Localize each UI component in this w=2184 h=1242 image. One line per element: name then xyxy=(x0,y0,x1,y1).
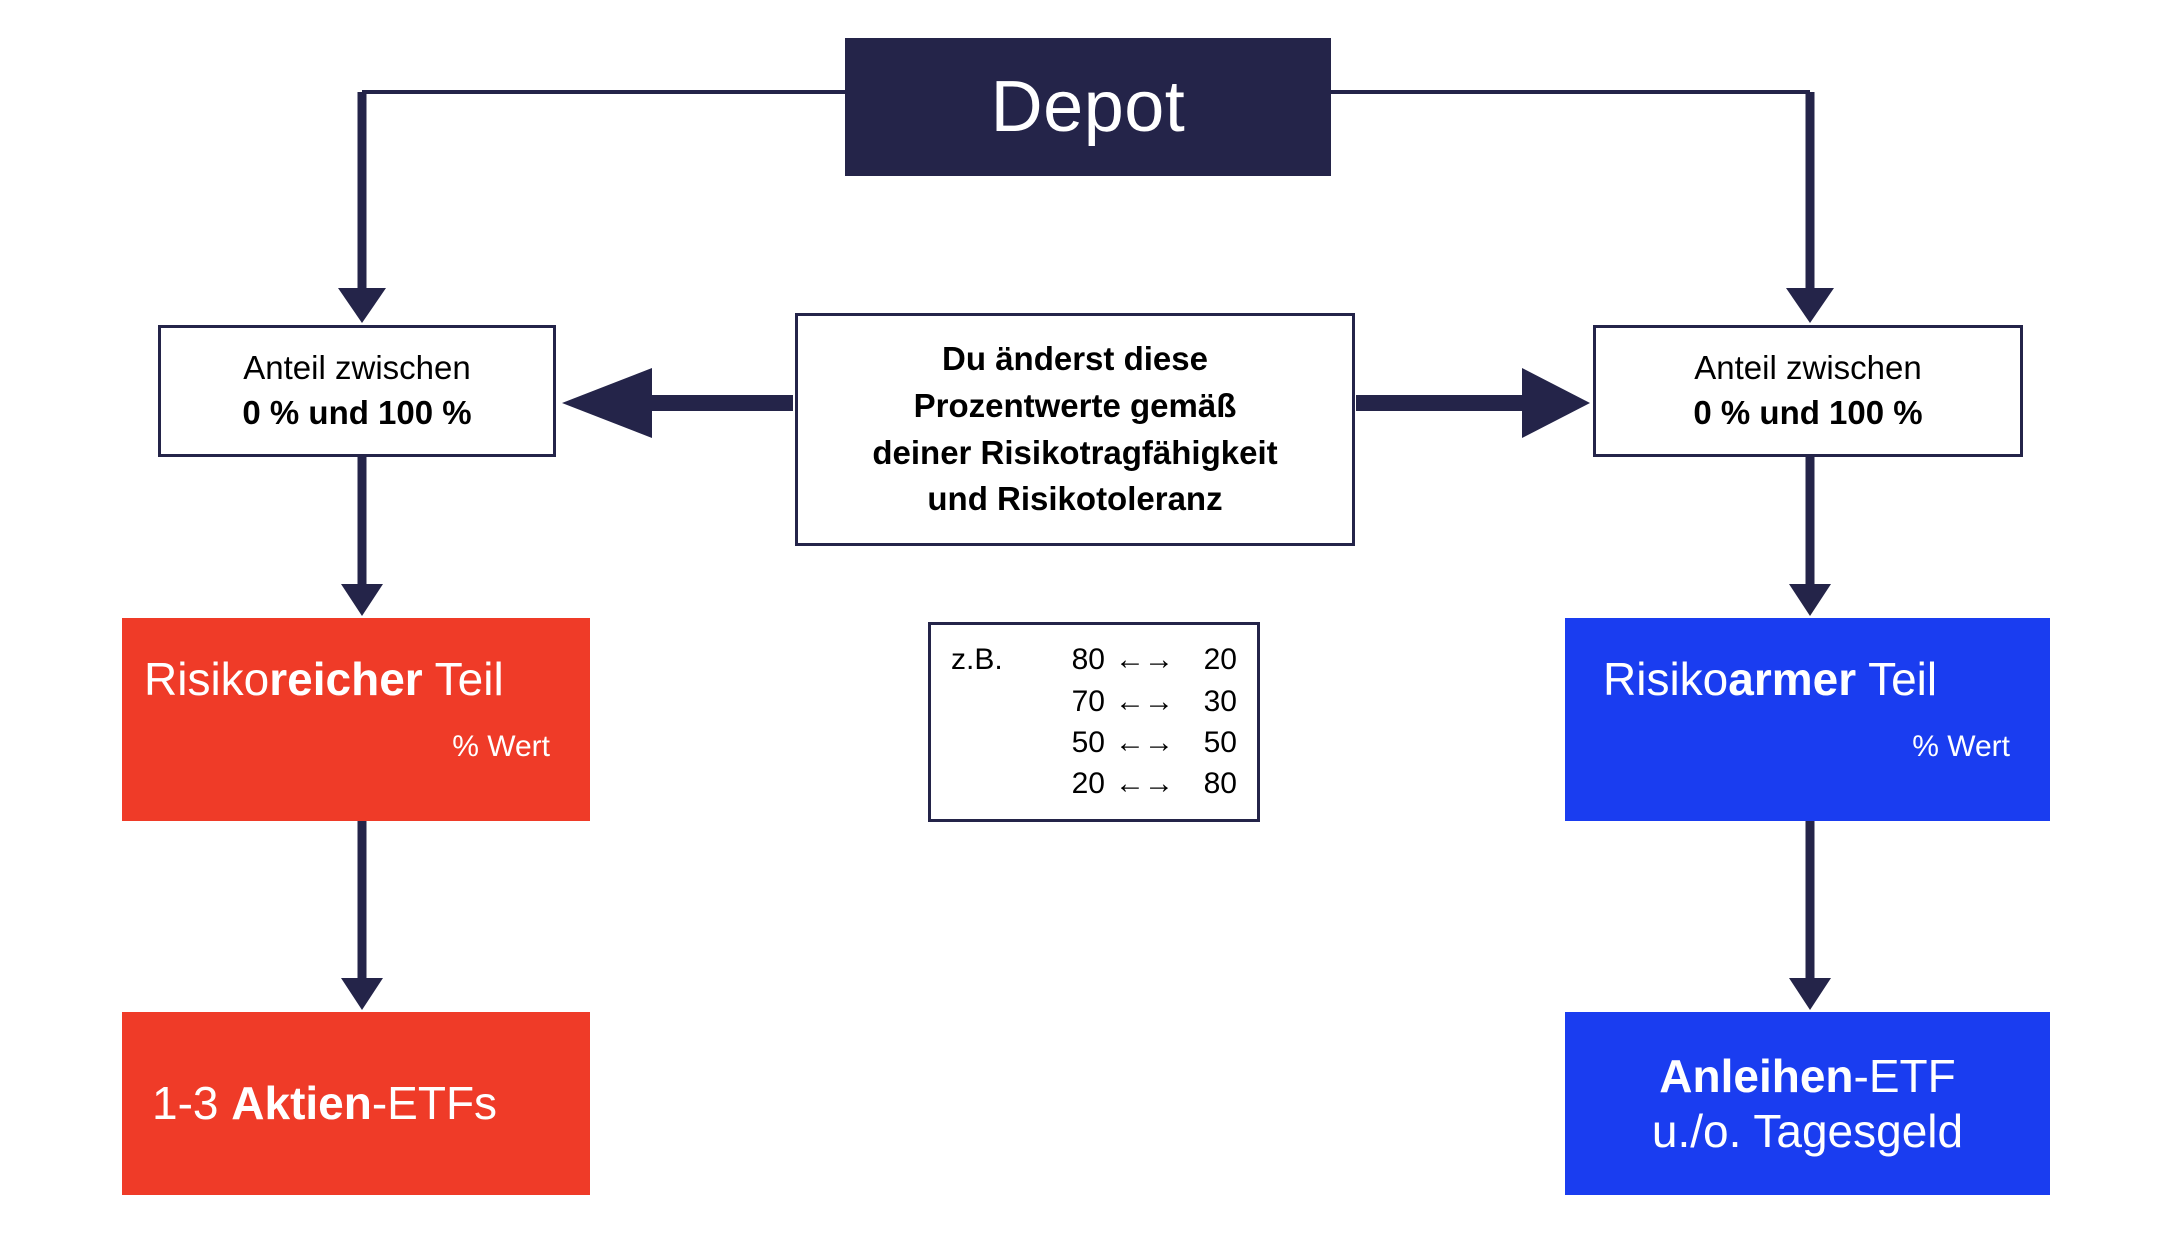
example-row-2-right: 50 xyxy=(1203,726,1237,759)
example-row-0-left: 80 xyxy=(1071,643,1105,677)
etf-low-node[interactable]: Anleihen-ETF u./o. Tagesgeld xyxy=(1565,1012,2050,1195)
depot-label: Depot xyxy=(990,67,1186,147)
allocation-right-node[interactable]: Anteil zwischen 0 % und 100 % xyxy=(1593,325,2023,457)
table-row: z.B. 80 ←→ 20 xyxy=(951,639,1237,680)
risk-high-title-bold: reicher xyxy=(269,653,423,705)
risk-low-title-suffix: Teil xyxy=(1856,653,1938,705)
allocation-left-line2: 0 % und 100 % xyxy=(242,394,472,431)
risk-high-node[interactable]: Risikoreicher Teil % Wert xyxy=(122,618,590,821)
example-spacer-3 xyxy=(951,763,1051,804)
example-spacer-1 xyxy=(951,681,1051,722)
instruction-line-4: und Risikotoleranz xyxy=(927,480,1223,518)
etf-low-line1: Anleihen-ETF xyxy=(1659,1049,1955,1103)
allocation-right-line1: Anteil zwischen xyxy=(1694,349,1922,387)
example-row-2-arrows: ←→ xyxy=(1115,726,1174,759)
connector-left-alloc-to-risk-high xyxy=(341,457,383,616)
etf-high-prefix: 1-3 xyxy=(152,1077,232,1130)
risk-low-node[interactable]: Risikoarmer Teil % Wert xyxy=(1565,618,2050,821)
etf-low-line1-bold: Anleihen xyxy=(1659,1050,1854,1103)
etf-low-line1-suffix: -ETF xyxy=(1853,1050,1956,1103)
example-label: z.B. xyxy=(951,643,1003,677)
connector-risk-high-to-etf-high xyxy=(341,821,383,1010)
example-row-1-left: 70 xyxy=(1071,684,1105,718)
instruction-line-1: Du änderst diese xyxy=(942,339,1208,377)
instruction-line-2: Prozentwerte gemäß xyxy=(913,386,1237,424)
connector-depot-to-left xyxy=(338,90,845,323)
connector-depot-to-right xyxy=(1331,90,1834,323)
example-row-1-arrows: ←→ xyxy=(1115,684,1174,718)
risk-low-title-prefix: Risiko xyxy=(1603,653,1729,705)
etf-high-node[interactable]: 1-3 Aktien-ETFs xyxy=(122,1012,590,1195)
table-row: 20 ←→ 80 xyxy=(951,763,1237,804)
example-spacer-2 xyxy=(951,722,1051,763)
allocation-right-line2: 0 % und 100 % xyxy=(1693,394,1923,431)
risk-high-title-prefix: Risiko xyxy=(144,653,270,705)
example-row-3-right: 80 xyxy=(1203,767,1237,801)
example-row-0-arrows: ←→ xyxy=(1115,643,1174,677)
risk-high-title-suffix: Teil xyxy=(422,653,504,705)
example-row-0-right: 20 xyxy=(1203,643,1237,677)
example-ratios-table: z.B. 80 ←→ 20 70 ←→ 30 50 ←→ 50 xyxy=(951,639,1237,805)
etf-low-line2: u./o. Tagesgeld xyxy=(1651,1104,1964,1157)
connector-right-alloc-to-risk-low xyxy=(1789,457,1831,616)
connector-instruction-to-left xyxy=(562,368,793,438)
risk-low-subtitle: % Wert xyxy=(1912,730,2010,763)
allocation-left-node[interactable]: Anteil zwischen 0 % und 100 % xyxy=(158,325,556,457)
connector-instruction-to-right xyxy=(1356,368,1590,438)
risk-high-title: Risikoreicher Teil xyxy=(122,656,590,702)
risk-low-title: Risikoarmer Teil xyxy=(1565,656,2050,702)
etf-high-suffix: -ETFs xyxy=(371,1077,498,1130)
table-row: 70 ←→ 30 xyxy=(951,681,1237,722)
risk-high-subtitle: % Wert xyxy=(452,730,550,763)
example-ratios-node[interactable]: z.B. 80 ←→ 20 70 ←→ 30 50 ←→ 50 xyxy=(928,622,1260,822)
etf-high-bold: Aktien xyxy=(231,1077,372,1130)
example-row-3-arrows: ←→ xyxy=(1115,767,1174,801)
table-row: 50 ←→ 50 xyxy=(951,722,1237,763)
example-row-1-right: 30 xyxy=(1203,684,1237,718)
instruction-node[interactable]: Du änderst diese Prozentwerte gemäß dein… xyxy=(795,313,1355,546)
allocation-left-line1: Anteil zwischen xyxy=(243,349,471,387)
risk-low-title-bold: armer xyxy=(1728,653,1857,705)
example-row-2-left: 50 xyxy=(1071,726,1105,759)
instruction-line-3: deiner Risikotragfähigkeit xyxy=(872,433,1278,471)
depot-node[interactable]: Depot xyxy=(845,38,1331,176)
connector-risk-low-to-etf-low xyxy=(1789,821,1831,1010)
example-row-3-left: 20 xyxy=(1071,767,1105,801)
etf-high-label: 1-3 Aktien-ETFs xyxy=(122,1077,497,1130)
